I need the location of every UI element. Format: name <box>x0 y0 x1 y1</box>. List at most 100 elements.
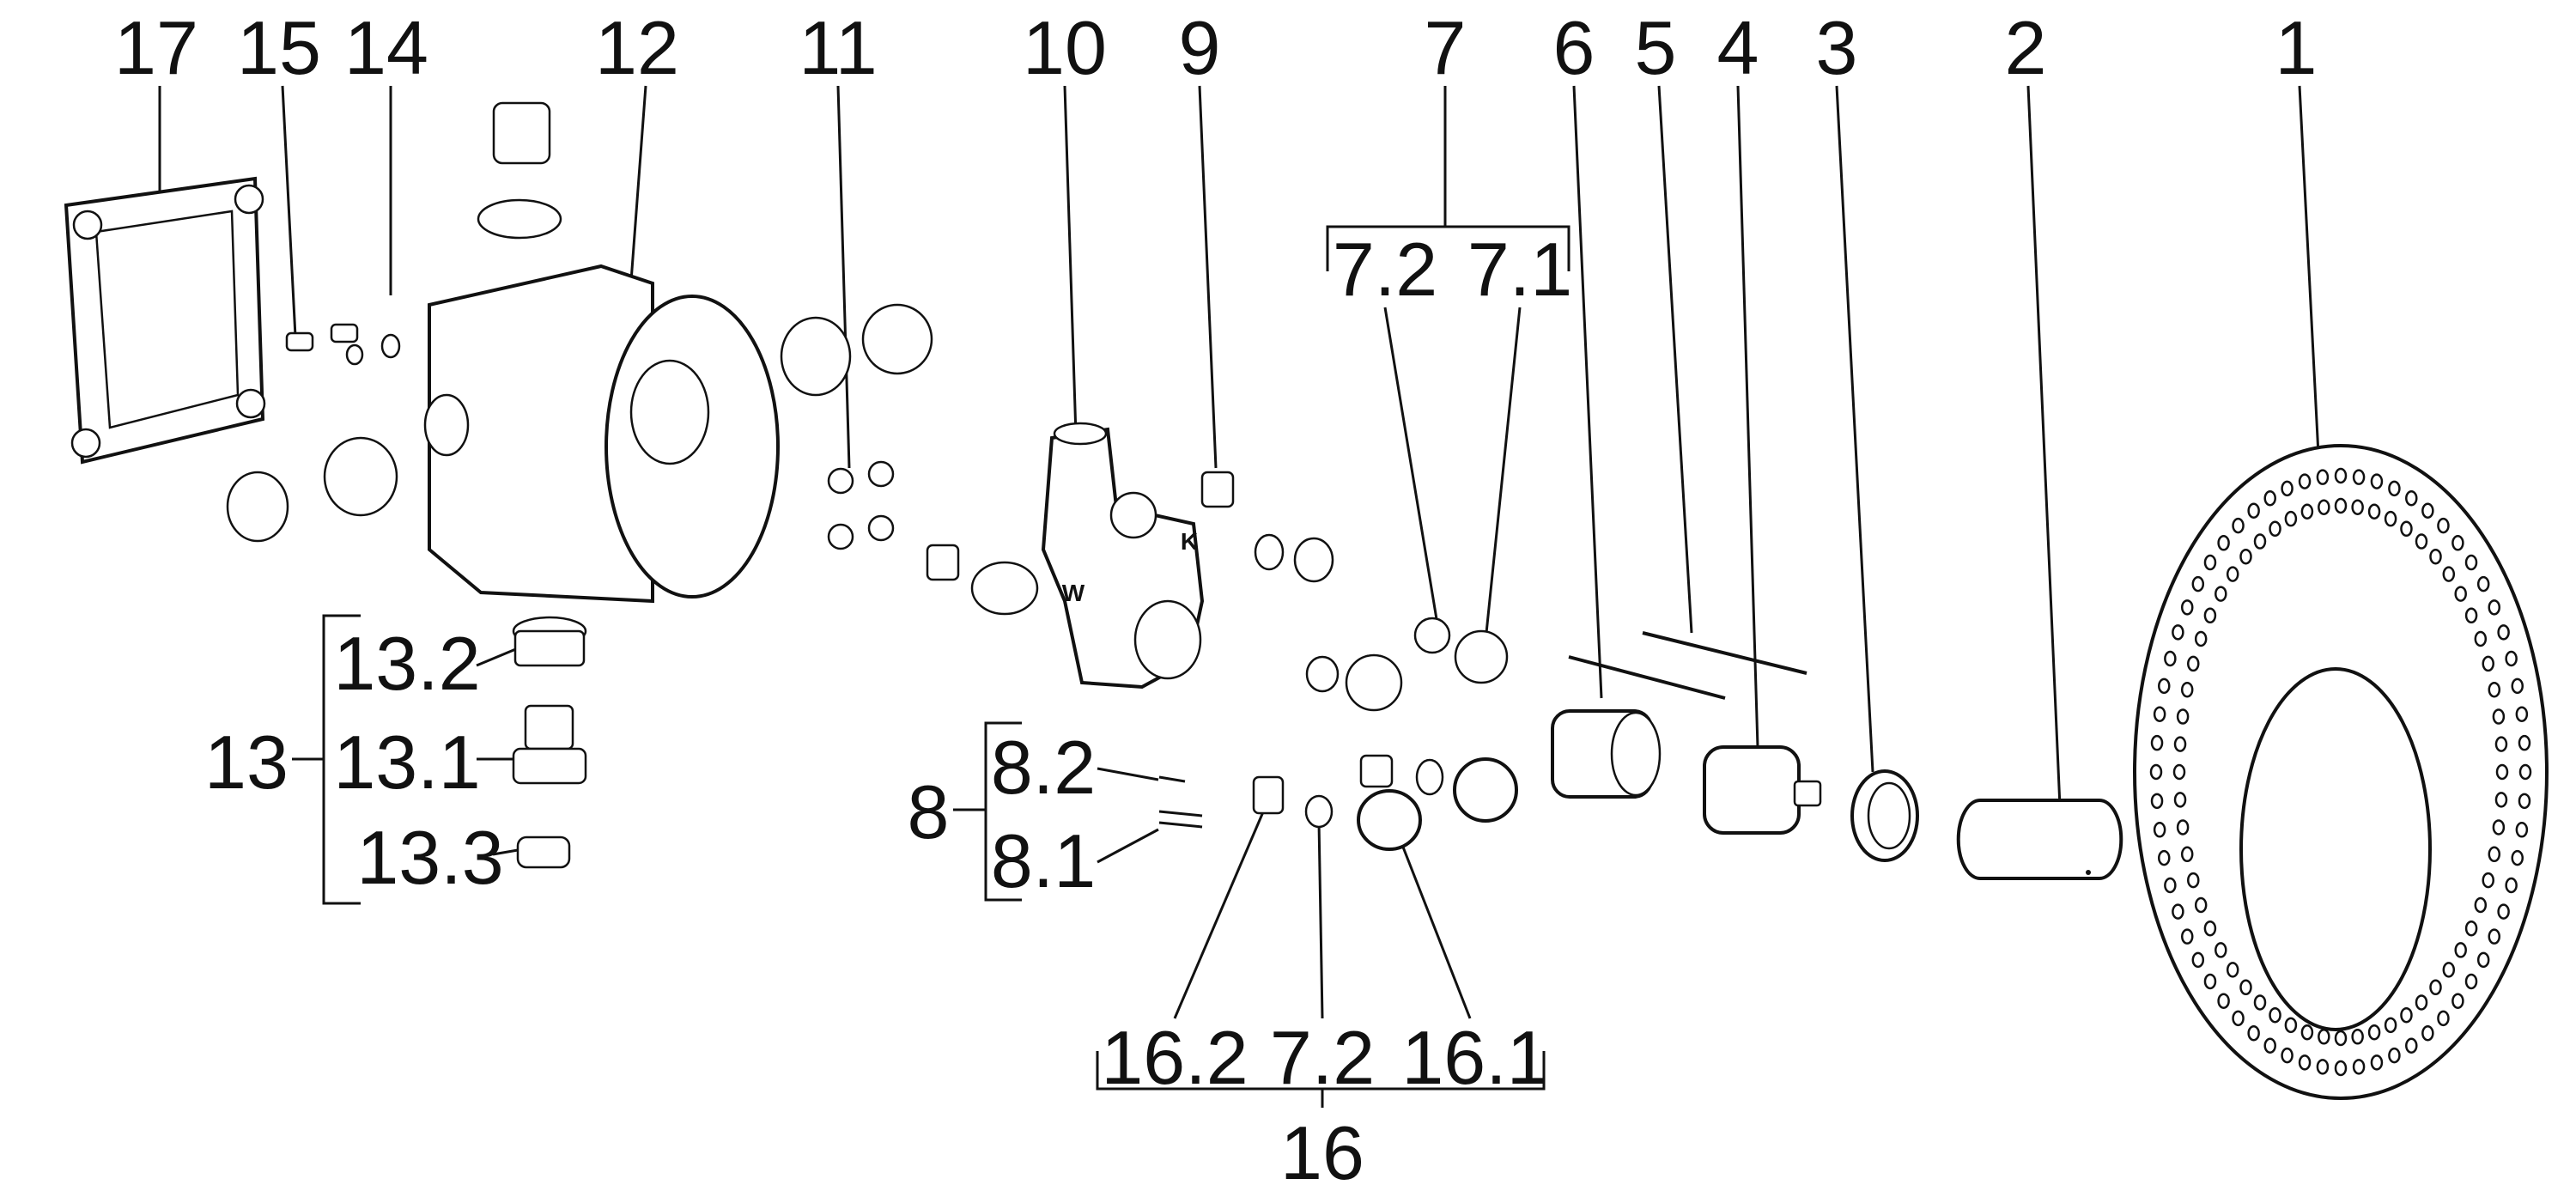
rosette-hole <box>2495 763 2509 781</box>
rosette-hole <box>2454 586 2467 602</box>
rosette-hole <box>2400 520 2413 538</box>
rosette-hole <box>2367 1024 2381 1041</box>
rosette-hole <box>2281 480 2293 497</box>
rosette-hole <box>2180 681 2194 698</box>
rosette-hole <box>2180 928 2194 945</box>
rosette-hole <box>2173 736 2187 752</box>
rosette-hole <box>2334 1030 2348 1047</box>
rosette-hole <box>2191 951 2205 969</box>
rosette-hole <box>2400 1006 2413 1024</box>
rosette-hole <box>2172 763 2186 781</box>
label-13-3: 13.3 <box>356 815 503 900</box>
warm-marking: W <box>1062 580 1085 606</box>
label-1: 1 <box>2275 5 2318 90</box>
part-15-screws <box>285 323 364 366</box>
rosette-hole <box>2388 480 2401 497</box>
rosette-hole <box>2176 819 2190 836</box>
rosette-hole <box>2488 846 2501 863</box>
label-8-2: 8.2 <box>991 725 1096 810</box>
rosette-hole <box>2515 822 2529 838</box>
rosette-hole <box>2464 920 2478 937</box>
rosette-hole <box>2388 1047 2401 1064</box>
part-6-sleeve <box>1551 709 1662 799</box>
rosette-hole <box>2239 548 2252 565</box>
rosette-hole <box>2488 681 2501 698</box>
rosette-hole <box>2232 517 2245 534</box>
part-2-handle-sleeve <box>1956 799 2123 880</box>
part-10-valve-body: W K <box>970 422 1205 690</box>
label-13-2: 13.2 <box>333 621 480 706</box>
label-3: 3 <box>1816 5 1858 90</box>
rosette-hole <box>2187 872 2200 889</box>
label-10: 10 <box>1023 5 1107 90</box>
rosette-hole <box>2505 650 2518 667</box>
label-7-1: 7.1 <box>1467 227 1572 312</box>
part-9-check-valve <box>1200 471 1235 508</box>
rosette-hole <box>2384 510 2397 527</box>
rosette-hole <box>2451 993 2464 1009</box>
cold-marking: K <box>1181 528 1198 555</box>
rosette-hole <box>2172 903 2184 920</box>
rosette-hole <box>2153 822 2166 838</box>
rosette-hole <box>2367 503 2381 520</box>
rosette-hole <box>2511 678 2524 695</box>
rosette-hole <box>2352 469 2366 485</box>
rosette-hole <box>2451 535 2464 551</box>
rosette-hole <box>2518 793 2531 810</box>
rosette-hole <box>2316 1059 2330 1075</box>
label-11: 11 <box>799 5 877 90</box>
label-15: 15 <box>237 5 321 90</box>
rosette-hole <box>2429 979 2442 996</box>
rosette-hole <box>2474 896 2488 914</box>
rosette-hole <box>2158 849 2171 866</box>
rosette-hole <box>2194 896 2208 914</box>
rosette-hole <box>2203 554 2217 571</box>
part-5-rods <box>1568 631 1807 700</box>
rosette-hole <box>2217 993 2230 1009</box>
rosette-hole <box>2482 872 2494 889</box>
rosette-hole <box>2351 1029 2364 1045</box>
rosette-hole <box>2215 586 2227 602</box>
rosette-hole <box>2300 1024 2314 1041</box>
rosette-hole <box>2158 678 2171 695</box>
rosette-hole <box>2497 903 2510 920</box>
label-16: 16 <box>1280 1110 1364 1191</box>
label-8-1: 8.1 <box>991 818 1096 903</box>
part-13-fittings <box>512 616 587 869</box>
rosette-hole <box>2482 655 2494 672</box>
callout-labels: 17 15 14 12 11 10 9 7 6 5 4 3 2 1 7.2 7.… <box>114 5 2317 1191</box>
rosette-hole <box>2247 502 2260 519</box>
label-16-1: 16.1 <box>1401 1015 1548 1100</box>
rosette-hole <box>2474 630 2488 647</box>
rosette-hole <box>2194 630 2208 647</box>
rosette-hole <box>2226 566 2239 582</box>
rosette-hole <box>2488 599 2501 616</box>
rosette-hole <box>2269 520 2281 538</box>
rosette-hole <box>2518 734 2531 751</box>
rosette-hole <box>2247 1025 2260 1042</box>
rosette-hole <box>2164 650 2177 667</box>
rosette-hole <box>2351 499 2364 515</box>
rosette-hole <box>2370 1054 2384 1071</box>
rosette-hole <box>2437 1010 2450 1027</box>
rosette-hole <box>2150 734 2164 751</box>
rosette-hole <box>2518 763 2532 781</box>
label-13: 13 <box>204 720 289 805</box>
rosette-hole <box>2180 846 2194 863</box>
rosette-hole <box>2429 548 2442 565</box>
rosette-hole <box>2334 1060 2348 1077</box>
rosette-hole <box>2253 533 2267 550</box>
rosette-hole <box>2334 467 2348 484</box>
label-12: 12 <box>595 5 679 90</box>
label-14: 14 <box>344 5 428 90</box>
part-12-installation-box <box>226 101 933 604</box>
rosette-hole <box>2203 973 2217 990</box>
rosette-hole <box>2269 1006 2281 1024</box>
rosette-hole <box>2284 510 2298 527</box>
rosette-hole <box>2405 490 2418 507</box>
rosette-hole <box>2492 708 2506 725</box>
label-17: 17 <box>114 5 198 90</box>
rosette-hole <box>2494 792 2508 808</box>
rosette-hole <box>2488 928 2501 945</box>
